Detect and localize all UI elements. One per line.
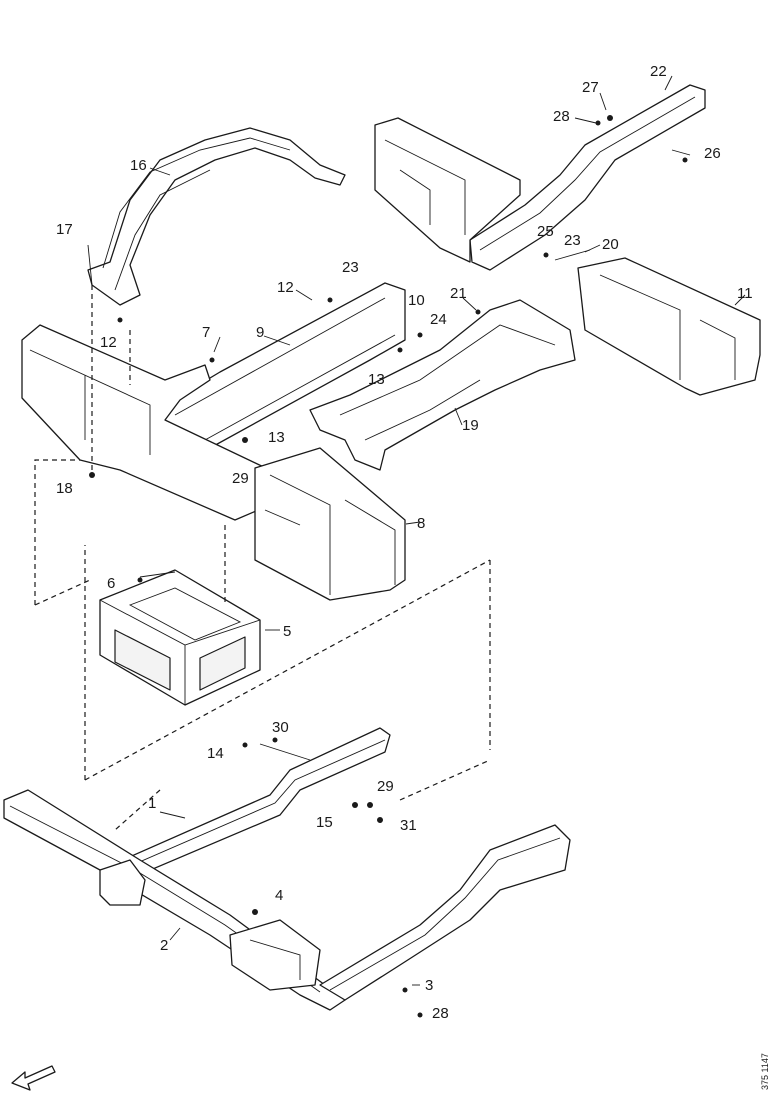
callout-18: 18: [56, 480, 73, 497]
callout-23a: 23: [342, 259, 359, 276]
front-end-bracket: [99, 859, 146, 906]
callout-17: 17: [56, 221, 73, 238]
left-front-frame: [21, 324, 271, 521]
callout-8: 8: [417, 515, 425, 532]
callout-labels: 1 2 3 4 5 6 7 8 9 10 11 12 12 13 13 14 1…: [56, 63, 753, 1022]
lower-right-rail: [319, 824, 571, 1001]
callout-28a: 28: [553, 108, 570, 125]
part-1-main-rail: [99, 727, 391, 886]
callout-16: 16: [130, 157, 147, 174]
callout-4: 4: [275, 887, 283, 904]
part-19-center-crossmember: [309, 299, 576, 471]
callout-26: 26: [704, 145, 721, 162]
part-11-right-section: [577, 257, 761, 396]
callout-3: 3: [425, 977, 433, 994]
callout-2: 2: [160, 937, 168, 954]
assembly-guides: [34, 285, 491, 831]
callout-13b: 13: [268, 429, 285, 446]
callout-20: 20: [602, 236, 619, 253]
callout-31: 31: [400, 817, 417, 834]
callout-21: 21: [450, 285, 467, 302]
callout-24: 24: [430, 311, 447, 328]
direction-arrow-icon: [11, 1065, 56, 1091]
callout-25: 25: [537, 223, 554, 240]
callout-27: 27: [582, 79, 599, 96]
callout-12b: 12: [100, 334, 117, 351]
callout-14: 14: [207, 745, 224, 762]
callout-10: 10: [408, 292, 425, 309]
callout-23b: 23: [564, 232, 581, 249]
callout-19: 19: [462, 417, 479, 434]
callout-13a: 13: [368, 371, 385, 388]
part-4-bracket: [229, 919, 321, 991]
callout-15: 15: [316, 814, 333, 831]
callout-12a: 12: [277, 279, 294, 296]
callout-22: 22: [650, 63, 667, 80]
drawing-code: 375 1147: [760, 1053, 770, 1090]
callout-7: 7: [202, 324, 210, 341]
callout-28b: 28: [432, 1005, 449, 1022]
callout-6: 6: [107, 575, 115, 592]
callout-30: 30: [272, 719, 289, 736]
upper-right-bracket: [374, 117, 521, 263]
leader-lines: [149, 75, 746, 986]
callout-29b: 29: [377, 778, 394, 795]
callout-11: 11: [737, 285, 753, 302]
callout-29a: 29: [232, 470, 249, 487]
hardware-bolts: [87, 115, 688, 1018]
part-8-box-section: [254, 447, 406, 601]
callout-5: 5: [283, 623, 291, 640]
part-5-housing: [99, 569, 261, 706]
part-16-arch-member: [87, 127, 346, 306]
callout-9: 9: [256, 324, 264, 341]
part-22-upper-right-rail: [469, 84, 706, 271]
callout-1: 1: [148, 795, 156, 812]
